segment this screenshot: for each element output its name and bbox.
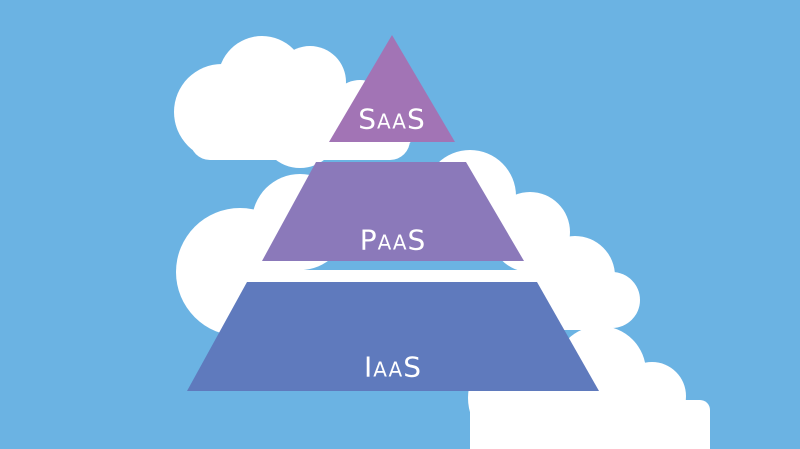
tier-iaas — [187, 282, 599, 391]
tier-iaas-label: IaaS — [364, 351, 422, 384]
tier-saas — [329, 35, 455, 142]
tier-saas-label: SaaS — [358, 103, 425, 136]
tier-paas — [262, 162, 524, 261]
tier-paas-label: PaaS — [360, 224, 427, 257]
